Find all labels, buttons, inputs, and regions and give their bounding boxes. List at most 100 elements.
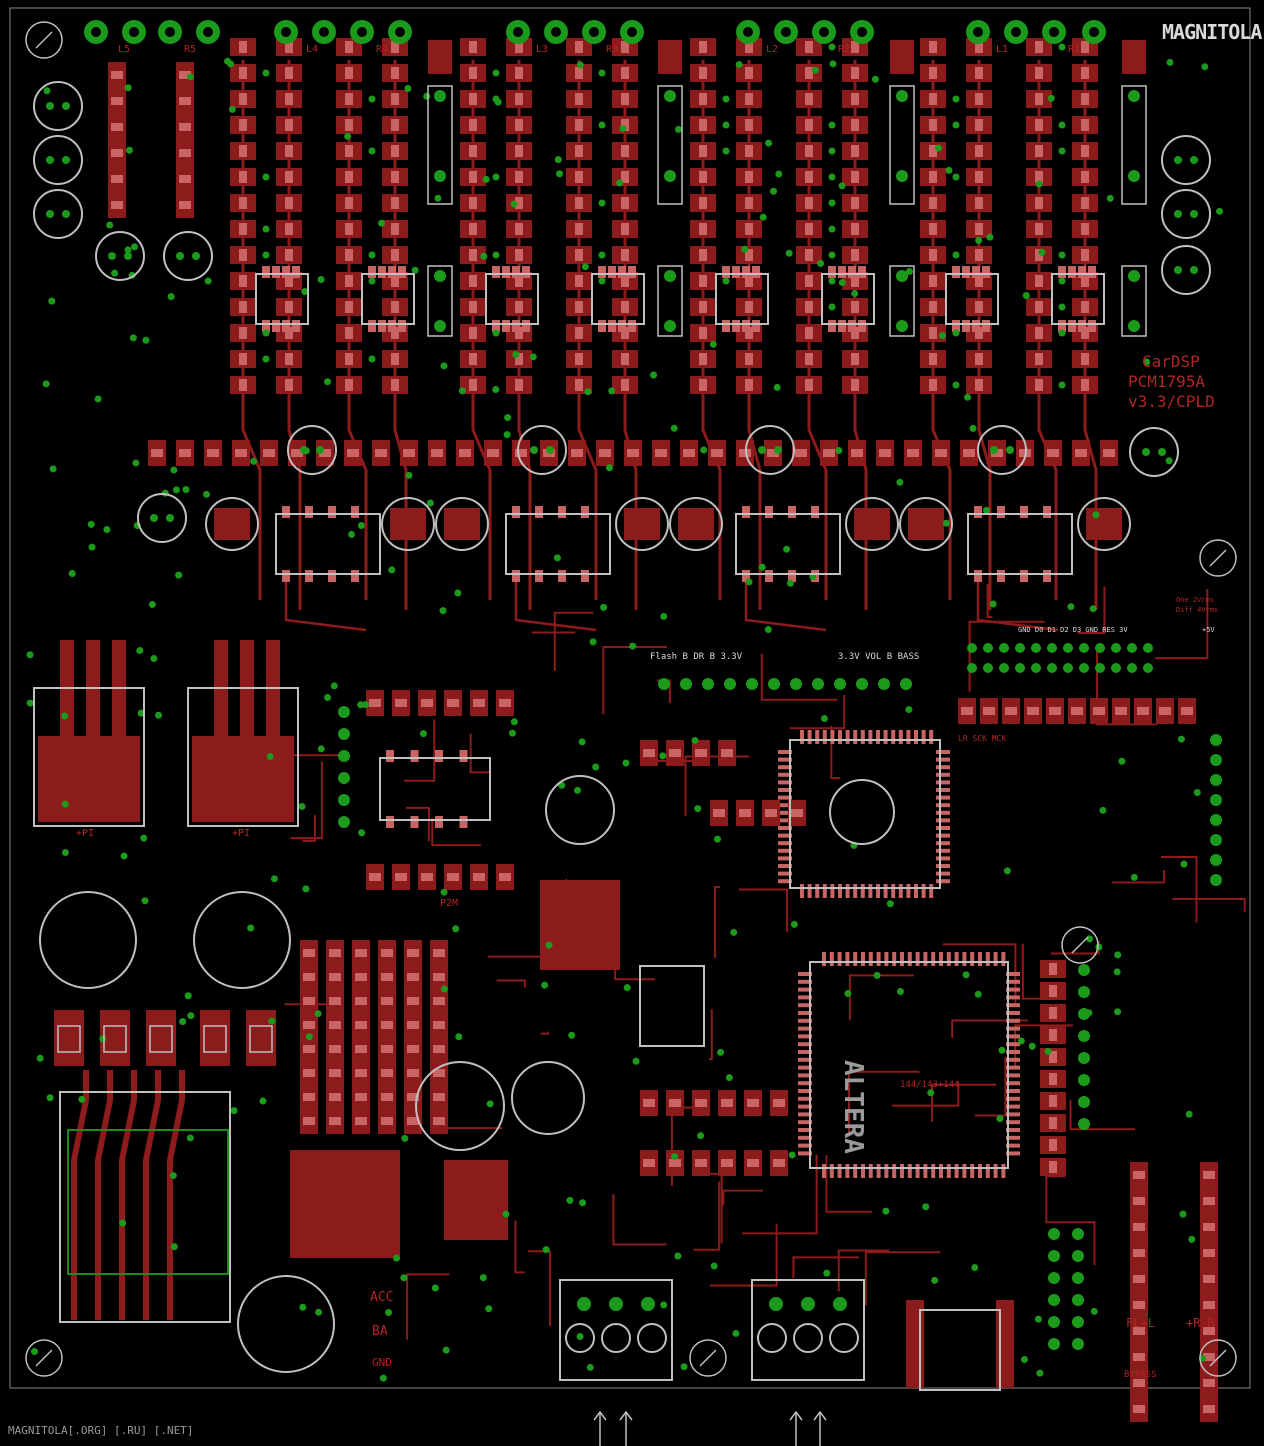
smd-body xyxy=(111,149,123,157)
smd-body xyxy=(1035,171,1043,183)
smd-body xyxy=(347,449,359,457)
capacitor-outline xyxy=(1129,427,1179,477)
via xyxy=(732,1329,740,1337)
ic-pin xyxy=(608,266,616,278)
smd-body xyxy=(391,223,399,235)
smd-body xyxy=(851,93,859,105)
via xyxy=(338,728,350,740)
smd-body xyxy=(303,973,315,981)
transistor-pad xyxy=(444,508,480,540)
via xyxy=(492,386,500,394)
ic-outline xyxy=(485,273,539,325)
smd-body xyxy=(621,379,629,391)
dsp-pin xyxy=(936,848,950,853)
via xyxy=(388,566,396,574)
dsp-pin xyxy=(891,730,896,744)
via xyxy=(1015,643,1025,653)
smd-body xyxy=(407,1045,419,1053)
smd-body xyxy=(1081,249,1089,261)
ic-pin xyxy=(838,320,846,332)
smd-body xyxy=(1081,93,1089,105)
via xyxy=(204,277,212,285)
ic-pin xyxy=(272,266,280,278)
via xyxy=(1058,277,1066,285)
via xyxy=(1072,1294,1084,1306)
smd-body xyxy=(1081,223,1089,235)
smd-body xyxy=(1081,353,1089,365)
via xyxy=(1210,774,1222,786)
capacitor-outline xyxy=(33,135,83,185)
capacitor-outline xyxy=(435,497,489,551)
smd-body xyxy=(695,1159,707,1167)
smd-body xyxy=(975,93,983,105)
ic-outline xyxy=(361,273,415,325)
smd-body xyxy=(285,249,293,261)
ic-pin xyxy=(459,750,468,762)
via xyxy=(305,1033,313,1041)
trace xyxy=(760,653,838,701)
via xyxy=(828,225,836,233)
dsp-pin xyxy=(914,730,918,744)
via xyxy=(455,1033,463,1041)
smd-body xyxy=(239,93,247,105)
via xyxy=(828,147,836,155)
via xyxy=(124,246,132,254)
via xyxy=(434,170,446,182)
cpld-pin xyxy=(1006,1104,1020,1109)
dsp-outline xyxy=(789,739,941,889)
via xyxy=(945,166,953,174)
via xyxy=(600,603,608,611)
via xyxy=(1072,1250,1084,1262)
smd-body xyxy=(699,145,707,157)
smd-body xyxy=(515,41,523,53)
output-label-R5: R5 xyxy=(184,44,197,55)
ic-pin xyxy=(558,570,566,582)
smd-body xyxy=(239,301,247,313)
dsp-pin xyxy=(778,848,792,853)
smd-body xyxy=(805,301,813,313)
smd-body xyxy=(1035,249,1043,261)
via xyxy=(479,1274,487,1282)
via xyxy=(598,277,606,285)
via xyxy=(931,1276,939,1284)
smd-body xyxy=(369,873,381,881)
dsp-pin xyxy=(853,730,858,744)
smd-body xyxy=(1049,1095,1057,1107)
via xyxy=(494,98,502,106)
rca-pad-hole xyxy=(319,27,329,37)
smd-body xyxy=(303,1117,315,1125)
smd-body xyxy=(1103,449,1115,457)
vol-header-label: 3.3V VOL B BASS xyxy=(838,652,920,662)
diode-outline xyxy=(889,265,915,337)
smd-body xyxy=(975,275,983,287)
dsp-pin xyxy=(778,864,792,868)
smd-body xyxy=(1075,449,1087,457)
smd-body xyxy=(575,327,583,339)
smd-body xyxy=(391,327,399,339)
cpld-pin xyxy=(845,952,850,966)
via xyxy=(458,387,466,395)
via xyxy=(974,990,982,998)
diode-outline xyxy=(1121,265,1147,337)
ic-pin xyxy=(848,320,856,332)
smd-body xyxy=(851,249,859,261)
dsp-pin xyxy=(778,879,792,884)
rca-pad-hole xyxy=(973,27,983,37)
smd-body xyxy=(975,145,983,157)
ic-pin xyxy=(608,320,616,332)
smd-body xyxy=(575,119,583,131)
ic-pin xyxy=(512,506,520,518)
trace xyxy=(738,888,789,932)
cpld-pin xyxy=(915,1164,920,1178)
mounting-hole-mark xyxy=(35,31,53,49)
smd-body xyxy=(345,145,353,157)
smd-body xyxy=(1159,707,1171,715)
smd-body xyxy=(515,301,523,313)
cpld-pin xyxy=(798,979,812,984)
smd-body xyxy=(975,119,983,131)
smd-body xyxy=(1047,449,1059,457)
transistor-pad xyxy=(678,508,714,540)
via xyxy=(480,252,488,260)
smd-body xyxy=(1203,1223,1215,1231)
via xyxy=(203,490,211,498)
